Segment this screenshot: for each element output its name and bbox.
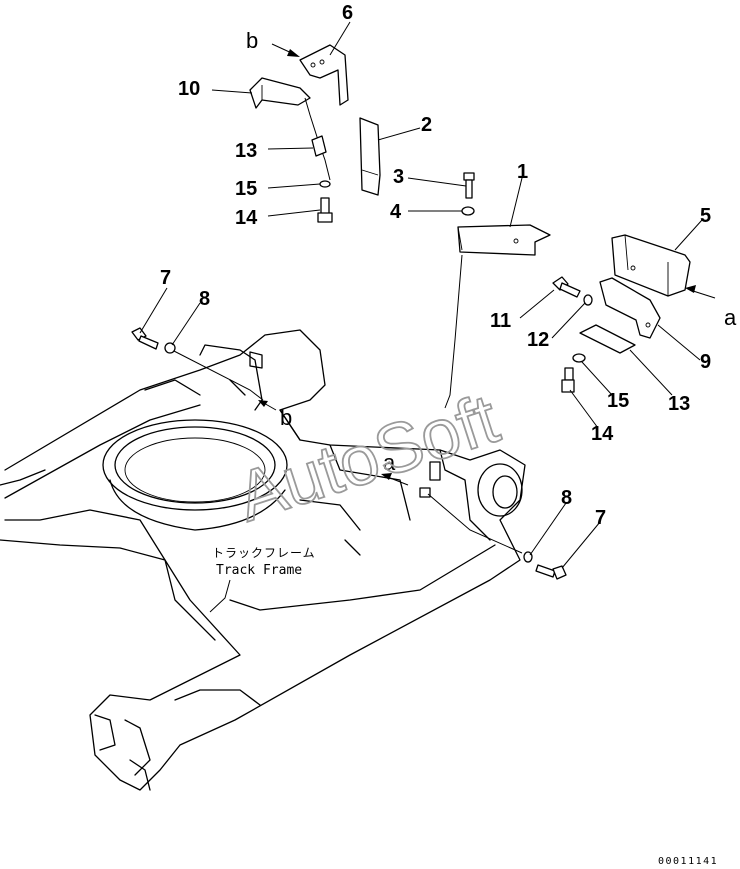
part-label-15-upper: 15 bbox=[235, 178, 257, 200]
part-label-14-upper: 14 bbox=[235, 207, 258, 229]
drawing-number: 00011141 bbox=[658, 856, 718, 867]
ref-arrow-a-right bbox=[685, 285, 716, 299]
part-label-4: 4 bbox=[390, 201, 402, 223]
leader-lines bbox=[139, 21, 703, 569]
track-frame-label: トラックフレーム Track Frame bbox=[209, 546, 316, 613]
part-label-8-left: 8 bbox=[199, 288, 210, 310]
ref-arrow-b-frame bbox=[258, 400, 277, 411]
ref-arrow-b-top bbox=[271, 43, 300, 57]
part-label-9: 9 bbox=[700, 351, 711, 373]
part-15-washer-lower bbox=[572, 353, 586, 363]
part-3-bolt bbox=[463, 172, 475, 199]
part-label-7-left: 7 bbox=[160, 267, 171, 289]
part-14-bolt-upper bbox=[317, 197, 333, 223]
part-11-bolt bbox=[552, 276, 581, 298]
part-label-5: 5 bbox=[700, 205, 711, 227]
part-labels: 6 10 13 15 14 2 3 4 1 5 11 12 9 13 15 14… bbox=[160, 2, 711, 529]
part-label-8-right: 8 bbox=[561, 487, 572, 509]
watermark-text: AutoSoft bbox=[228, 379, 507, 536]
part-label-3: 3 bbox=[393, 166, 404, 188]
track-frame-label-jp: トラックフレーム bbox=[212, 546, 316, 560]
part-7-bolt-left bbox=[131, 327, 264, 401]
ref-letters: b a b a bbox=[246, 28, 737, 475]
part-8-washer-left bbox=[164, 342, 176, 354]
track-frame bbox=[0, 329, 526, 791]
ref-letter-b-top: b bbox=[246, 28, 258, 53]
part-15-washer-upper bbox=[319, 180, 331, 188]
part-13-clamp-upper bbox=[304, 97, 331, 181]
watermark: AutoSoft bbox=[227, 378, 508, 537]
part-13-plate-lower bbox=[579, 324, 636, 354]
part-1-cover bbox=[444, 224, 551, 409]
part-label-6: 6 bbox=[342, 2, 353, 24]
part-label-2: 2 bbox=[421, 114, 432, 136]
part-6-bracket bbox=[299, 44, 349, 106]
ref-letter-a-right: a bbox=[724, 305, 737, 330]
part-label-11: 11 bbox=[490, 310, 511, 332]
part-9-bracket bbox=[599, 277, 661, 339]
ref-letter-a-frame: a bbox=[383, 450, 396, 475]
part-12-washer bbox=[583, 294, 593, 306]
track-frame-label-en: Track Frame bbox=[216, 563, 302, 578]
part-10-bracket bbox=[249, 77, 311, 109]
part-label-13-upper: 13 bbox=[235, 140, 257, 162]
part-label-10: 10 bbox=[178, 78, 200, 100]
part-14-bolt-lower bbox=[561, 367, 575, 393]
part-5-cover bbox=[611, 234, 691, 297]
part-label-12: 12 bbox=[527, 329, 549, 351]
part-label-13-lower: 13 bbox=[668, 393, 690, 415]
part-label-14-lower: 14 bbox=[591, 423, 614, 445]
part-4-washer bbox=[461, 206, 475, 216]
part-2-plate bbox=[359, 117, 381, 196]
part-label-1: 1 bbox=[517, 161, 528, 183]
part-label-7-right: 7 bbox=[595, 507, 606, 529]
part-7-bolt-right bbox=[535, 564, 567, 580]
ref-letter-b-frame: b bbox=[280, 405, 292, 430]
part-label-15-lower: 15 bbox=[607, 390, 629, 412]
ref-arrow-a-frame bbox=[381, 473, 409, 486]
